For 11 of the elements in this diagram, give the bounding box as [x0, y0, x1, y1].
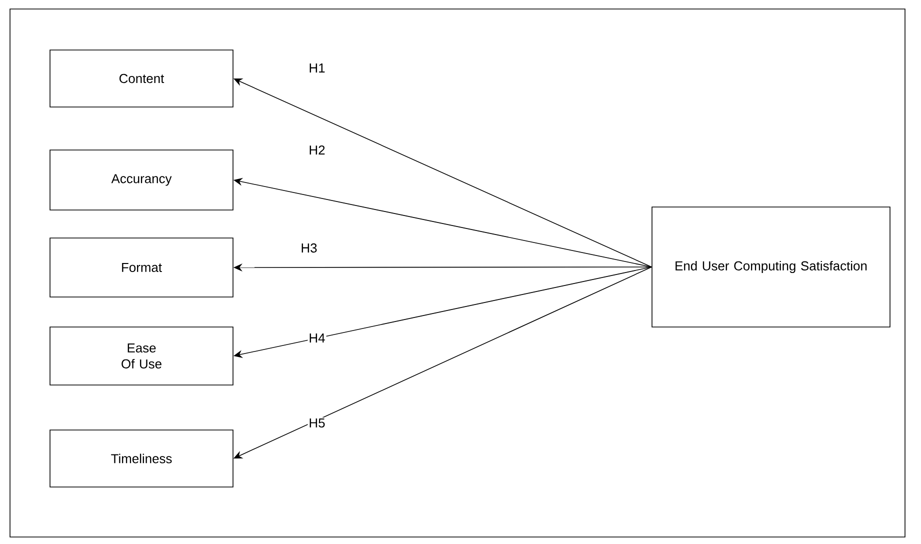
- concept-box: Ease Of Use: [50, 326, 234, 386]
- concept-box: Content: [50, 50, 234, 108]
- edge-label: H4: [308, 332, 326, 344]
- edge-label: H3: [300, 242, 318, 254]
- concept-box: End User Computing Satisfaction: [652, 206, 890, 328]
- concept-box: Timeliness: [50, 430, 234, 488]
- edge-label: H2: [308, 144, 326, 156]
- concept-box: Format: [50, 238, 234, 298]
- edge-label: H1: [308, 62, 326, 74]
- concept-box: Accurancy: [50, 150, 234, 210]
- edge-label: H5: [308, 417, 326, 428]
